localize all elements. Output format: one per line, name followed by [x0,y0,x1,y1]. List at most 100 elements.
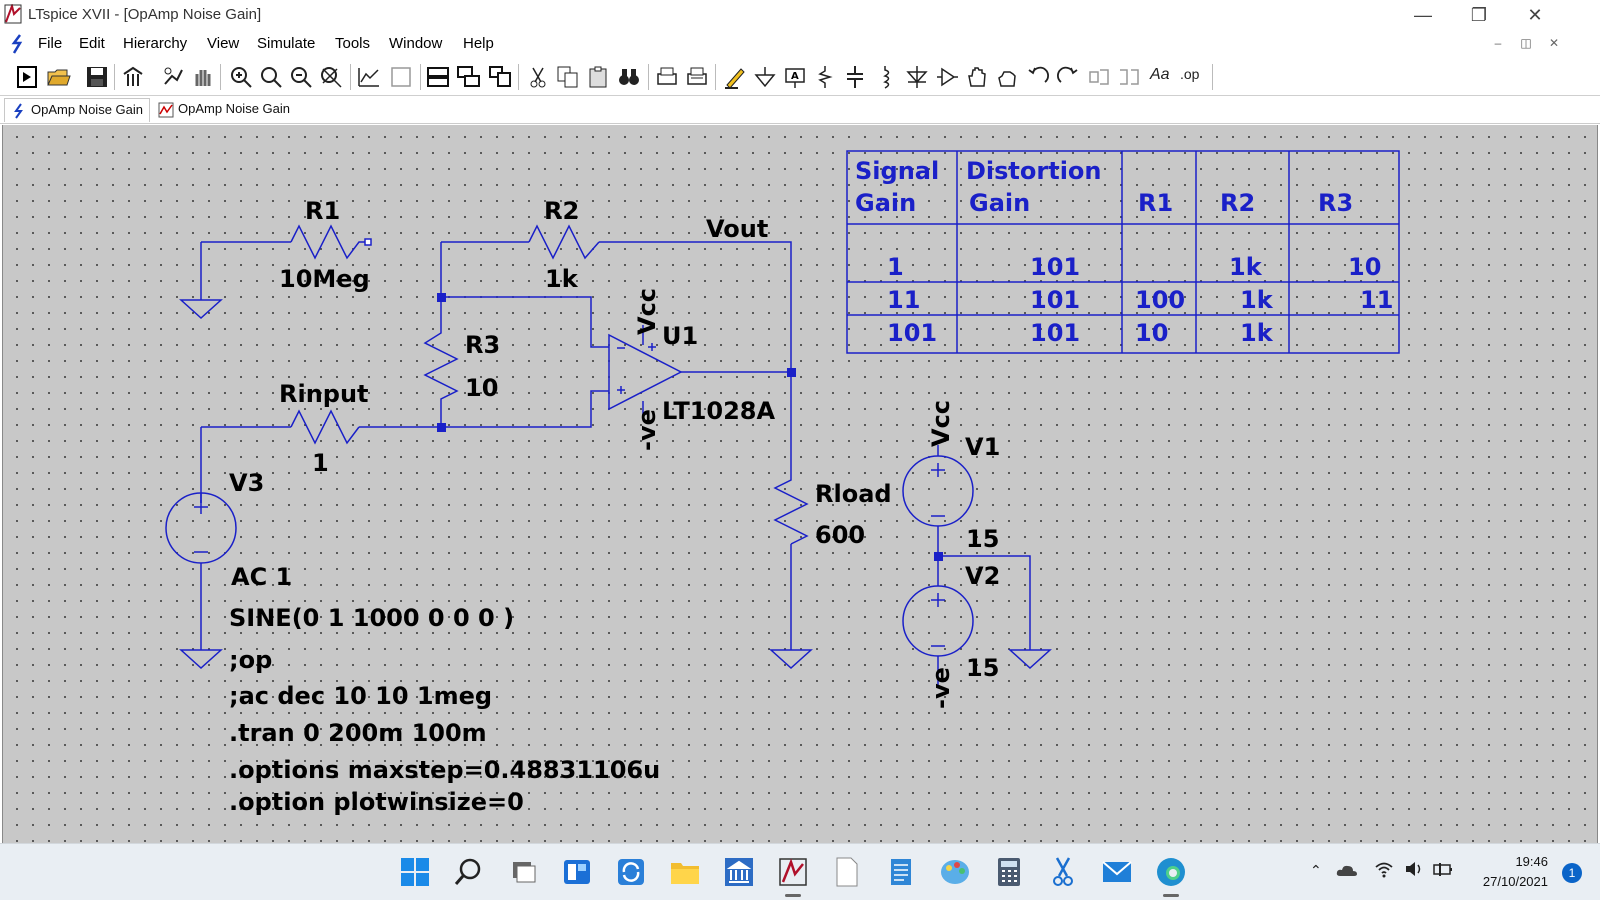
open-folder-icon[interactable] [45,64,71,90]
v3-sine-label[interactable]: SINE(0 1 1000 0 0 0 ) [229,604,514,632]
mdi-schematic-icon[interactable] [6,33,28,55]
mdi-minimize-button[interactable]: – [1494,36,1502,50]
resistor-icon[interactable] [812,64,838,90]
notepad-file-icon[interactable] [829,854,865,890]
search-icon[interactable] [451,854,487,890]
rotate-icon[interactable] [1086,64,1112,90]
battery-plug-icon[interactable] [1432,861,1454,877]
cascade-icon[interactable] [456,64,482,90]
redo-icon[interactable] [1055,64,1081,90]
spice-directive-button[interactable]: .op [1180,66,1200,82]
snipping-tool-icon[interactable] [1045,854,1081,890]
menu-simulate[interactable]: Simulate [257,35,316,52]
menu-window[interactable]: Window [389,35,443,52]
zoom-out-icon[interactable] [288,64,314,90]
rinput-value-label[interactable]: 1 [312,449,329,477]
widgets-icon[interactable] [559,854,595,890]
file-explorer-icon[interactable] [667,854,703,890]
rload-name-label[interactable]: Rload [815,480,892,508]
u1-vcc-net-label[interactable]: Vcc [633,288,661,335]
edge-browser-icon[interactable] [1153,854,1189,890]
halt-hand-icon[interactable] [190,64,216,90]
text-tool-button[interactable]: Aa [1150,66,1170,83]
new-schematic-icon[interactable] [14,64,40,90]
onedrive-cloud-icon[interactable] [1336,862,1358,878]
u1-name-label[interactable]: U1 [662,322,698,350]
copy-icon[interactable] [555,64,581,90]
v2-value-label[interactable]: 15 [966,654,999,682]
menu-file[interactable]: File [38,35,63,52]
draw-wire-pencil-icon[interactable] [722,64,748,90]
rinput-name-label[interactable]: Rinput [279,380,369,408]
mail-icon[interactable] [1099,854,1135,890]
drag-hand-icon[interactable] [994,64,1020,90]
save-icon[interactable] [84,64,110,90]
minimize-button[interactable]: — [1414,5,1432,25]
rload-value-label[interactable]: 600 [815,521,865,549]
directive-tran[interactable]: .tran 0 200m 100m [229,719,487,747]
start-windows-icon[interactable] [397,854,433,890]
move-hand-icon[interactable] [964,64,990,90]
paint-palette-icon[interactable] [937,854,973,890]
v1-value-label[interactable]: 15 [966,525,999,553]
v3-ac-label[interactable]: AC 1 [231,563,292,591]
plot-settings-icon[interactable] [388,64,414,90]
tile-vertical-icon[interactable] [487,64,513,90]
menu-tools[interactable]: Tools [335,35,371,52]
wifi-icon[interactable] [1374,860,1394,878]
menu-help[interactable]: Help [463,35,494,52]
r1-name-label[interactable]: R1 [305,197,340,225]
ground-icon[interactable] [752,64,778,90]
r3-value-label[interactable]: 10 [465,374,498,402]
menu-edit[interactable]: Edit [79,35,105,52]
print-icon[interactable] [654,64,680,90]
calculator-icon[interactable] [991,854,1027,890]
component-icon[interactable] [934,64,960,90]
close-button[interactable]: ✕ [1527,5,1543,25]
menu-view[interactable]: View [207,35,240,52]
vout-net-label[interactable]: Vout [706,215,768,243]
v3-name-label[interactable]: V3 [229,469,264,497]
run-icon[interactable] [160,64,186,90]
notes-app-icon[interactable] [883,854,919,890]
u1-model-label[interactable]: LT1028A [662,397,775,425]
ltspice-taskbar-icon[interactable] [775,854,811,890]
zoom-pan-icon[interactable] [258,64,284,90]
tab-waveform[interactable]: OpAmp Noise Gain [152,98,296,122]
r1-value-label[interactable]: 10Meg [279,265,370,293]
directive-op[interactable]: ;op [229,646,272,674]
tab-schematic[interactable]: OpAmp Noise Gain [4,98,150,122]
bank-app-icon[interactable] [721,854,757,890]
v1-vcc-net-label[interactable]: Vcc [927,400,955,447]
r3-name-label[interactable]: R3 [465,331,500,359]
mirror-icon[interactable] [1116,64,1142,90]
task-view-icon[interactable] [505,854,541,890]
mdi-close-button[interactable]: ✕ [1548,36,1560,50]
restore-button[interactable]: ❐ [1470,5,1488,25]
find-binoculars-icon[interactable] [616,64,642,90]
sync-app-icon[interactable] [613,854,649,890]
directive-option-plotwinsize[interactable]: .option plotwinsize=0 [229,788,524,816]
schematic-canvas[interactable]: R1 10Meg R2 1k Vout R3 10 Rinput 1 U1 LT… [2,125,1598,843]
volume-icon[interactable] [1404,860,1424,878]
diode-icon[interactable] [904,64,930,90]
cut-icon[interactable] [525,64,551,90]
directive-ac[interactable]: ;ac dec 10 10 1meg [229,682,492,710]
taskbar-clock[interactable]: 19:46 27/10/2021 [1483,852,1548,892]
notification-badge[interactable]: 1 [1562,863,1582,883]
undo-icon[interactable] [1025,64,1051,90]
zoom-fit-icon[interactable] [318,64,344,90]
label-net-icon[interactable]: A [782,64,808,90]
tray-chevron-up-icon[interactable]: ⌃ [1310,862,1322,878]
v2-name-label[interactable]: V2 [965,562,1000,590]
tile-horizontal-icon[interactable] [425,64,451,90]
mdi-restore-button[interactable]: ◫ [1520,36,1532,50]
v1-name-label[interactable]: V1 [965,433,1000,461]
print-preview-icon[interactable] [684,64,710,90]
inductor-icon[interactable] [872,64,898,90]
u1-ve-net-label[interactable]: -ve [633,409,661,451]
r2-name-label[interactable]: R2 [544,197,579,225]
directive-options-maxstep[interactable]: .options maxstep=0.48831106u [229,756,660,784]
capacitor-icon[interactable] [842,64,868,90]
menu-hierarchy[interactable]: Hierarchy [123,35,188,52]
